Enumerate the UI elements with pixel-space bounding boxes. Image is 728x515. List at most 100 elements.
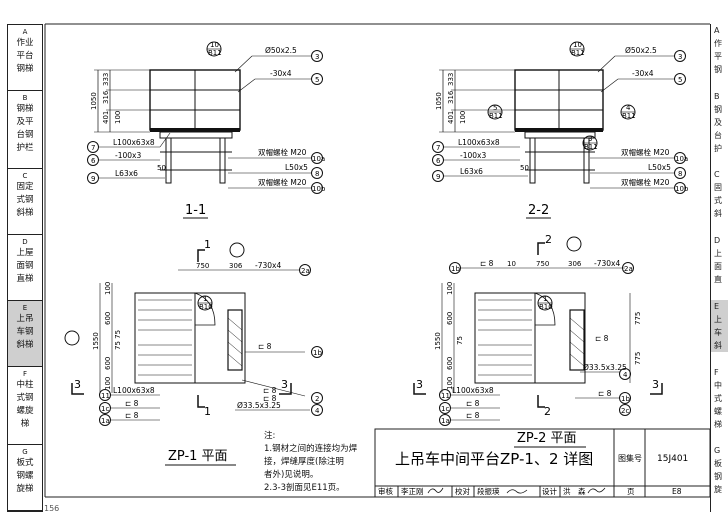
callout-checker-plate: -730x4 bbox=[594, 259, 620, 268]
right-strip-tab: D 上 面 直 bbox=[714, 236, 722, 284]
circle-1b: 1b bbox=[621, 395, 630, 403]
designer-name: 洪 森 bbox=[563, 486, 586, 496]
circle-1a: 1a bbox=[441, 417, 450, 425]
chapter-tab-title: 车钢 bbox=[16, 327, 34, 337]
drawing-title: 上吊车中间平台ZP-1、2 详图 bbox=[395, 450, 593, 468]
section-mark: 2 bbox=[545, 233, 552, 246]
review-label: 审核 bbox=[378, 486, 393, 496]
circle-6: 6 bbox=[436, 157, 441, 165]
detail-ref-top: 5 bbox=[493, 104, 497, 112]
callout-channel: ⊏ 8 bbox=[258, 342, 272, 351]
atlas-label: 图集号 bbox=[618, 453, 642, 463]
dim-600: 600 bbox=[446, 357, 454, 370]
callout-angle-l50: L50x5 bbox=[648, 163, 671, 172]
callout-channel: ⊏ 8 bbox=[598, 389, 612, 398]
circle-5: 5 bbox=[315, 76, 319, 84]
callout-pipe-small: Ø33.5x3.25 bbox=[237, 401, 281, 410]
detail-ref-bottom: B11 bbox=[208, 49, 222, 57]
chapter-tab-letter: G bbox=[22, 448, 28, 456]
chapter-tab-title: 固定 bbox=[16, 182, 34, 192]
section-2-2-title: 2-2 bbox=[528, 203, 549, 218]
detail-ref-top: 1 bbox=[543, 295, 547, 303]
dim-600: 600 bbox=[104, 357, 112, 370]
dim-50: 50 bbox=[157, 164, 166, 172]
section-2-2-drawing: 1050 333 316 401 100 10 B11 5 B11 4 B11 … bbox=[432, 41, 689, 219]
circle-3: 3 bbox=[678, 53, 682, 61]
chapter-tab-title: 斜梯 bbox=[16, 340, 34, 350]
callout-channel: ⊏ 8 bbox=[263, 394, 277, 403]
callout-angle: L100x63x8 bbox=[458, 138, 500, 147]
chapter-tab-title: 式钢 bbox=[16, 195, 34, 205]
callout-angle: L100x63x8 bbox=[113, 138, 155, 147]
chapter-tab-title: 上吊 bbox=[16, 314, 34, 324]
reviewer-name: 李正刚 bbox=[401, 486, 424, 496]
dim-775: 775 bbox=[634, 352, 642, 365]
chapter-tab-title: 及平 bbox=[16, 117, 34, 127]
section-mark-3: 3 bbox=[416, 378, 423, 391]
dim-100: 100 bbox=[104, 282, 112, 295]
zp1-plan-drawing: 1 750 306 -730x4 2a bbox=[64, 238, 323, 466]
chapter-tab-title: 式钢 bbox=[16, 393, 34, 403]
callout-angle-small: L63x6 bbox=[115, 169, 138, 178]
right-strip-tab: A 作 平 钢 bbox=[714, 26, 722, 74]
checker-signature bbox=[506, 489, 528, 494]
callout-pipe-small: Ø33.5x3.25 bbox=[583, 363, 627, 372]
page-label: 页 bbox=[627, 487, 635, 496]
dim-775: 775 bbox=[634, 312, 642, 325]
detail-ref-bottom: B11 bbox=[571, 49, 585, 57]
callout-channel: ⊏ 8 bbox=[263, 386, 277, 395]
chapter-tab-title: 斜梯 bbox=[16, 208, 34, 218]
reviewer-signature bbox=[427, 487, 444, 494]
callout-channel: ⊏ 8 bbox=[480, 259, 494, 268]
chapter-tab-title: 台钢 bbox=[16, 130, 34, 140]
circle-1a: 1a bbox=[101, 417, 110, 425]
circle-4: 4 bbox=[315, 407, 320, 415]
notes-line: 者外)见说明。 bbox=[264, 470, 319, 480]
circle-11: 11 bbox=[441, 392, 450, 400]
circle-7: 7 bbox=[91, 144, 95, 152]
dim-306: 306 bbox=[229, 262, 243, 270]
callout-channel: ⊏ 8 bbox=[125, 399, 139, 408]
dim-100: 100 bbox=[446, 282, 454, 295]
detail-ref-bottom: B11 bbox=[489, 112, 503, 120]
chapter-tab-title: 旋梯 bbox=[16, 484, 34, 494]
callout-bolt-2: 双帽螺栓 M20 bbox=[621, 177, 670, 187]
design-label: 设计 bbox=[542, 486, 557, 496]
dim-600: 600 bbox=[446, 312, 454, 325]
callout-angle-small: L63x6 bbox=[460, 167, 483, 176]
page-number: 156 bbox=[44, 504, 60, 513]
callout-checker-plate: -730x4 bbox=[255, 261, 281, 270]
circle-9: 9 bbox=[436, 173, 440, 181]
circle-1b: 1b bbox=[451, 265, 460, 273]
chapter-tab-title: 面钢 bbox=[16, 261, 34, 271]
title-block: 上吊车中间平台ZP-1、2 详图 图集号 15J401 审核 李正刚 校对 段振… bbox=[374, 428, 711, 498]
circle-2a: 2a bbox=[301, 267, 310, 275]
chapter-tab-title: 上屋 bbox=[16, 248, 34, 258]
callout-angle-l50: L50x5 bbox=[285, 163, 308, 172]
detail-ref-bottom: B11 bbox=[584, 143, 598, 151]
dim-333: 333 bbox=[102, 73, 110, 86]
chapter-tab-title: 钢螺 bbox=[16, 471, 34, 481]
callout-angle: L100x63x8 bbox=[113, 386, 155, 395]
section-1-1-drawing: 1050 333 316 401 100 10 B11 Ø50x2.5 3 -3… bbox=[87, 41, 326, 219]
chapter-tab-letter: A bbox=[22, 28, 28, 36]
callout-bolt: 双帽螺栓 M20 bbox=[621, 147, 670, 157]
detail-ref-top: 10 bbox=[573, 41, 582, 49]
right-strip-tab: G 板 钢 旋 bbox=[714, 446, 722, 494]
dim-1550: 1550 bbox=[434, 332, 442, 350]
detail-ref-top: 4 bbox=[626, 104, 631, 112]
circle-8: 8 bbox=[678, 170, 682, 178]
callout-bolt: 双帽螺栓 M20 bbox=[258, 147, 307, 157]
circle-10b: 10b bbox=[312, 185, 326, 193]
dim-600: 600 bbox=[104, 312, 112, 325]
right-strip-tab: C 固 式 斜 bbox=[714, 170, 722, 218]
